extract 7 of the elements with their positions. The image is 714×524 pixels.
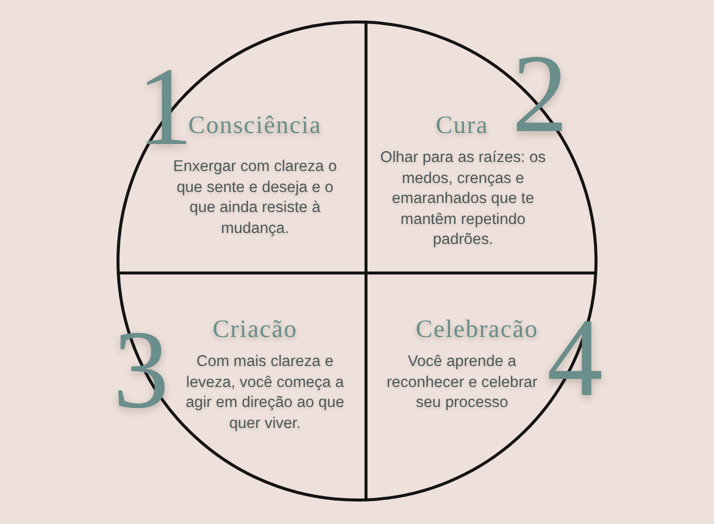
section-heading: Criacão — [212, 316, 298, 344]
section-heading: Celebracão — [416, 316, 538, 344]
description-text: Você aprende a reconhecer e celebrar seu processo — [386, 352, 538, 413]
section-heading: Cura — [436, 112, 488, 140]
description-text: Com mais clareza e leveza, você começa a agir em direção ao que quer viver. — [184, 352, 346, 434]
description-text: Olhar para as raízes: os medos, crenças e emaranhados que te mantêm repetindo padrões. — [379, 148, 547, 250]
description-text: Enxergar com clareza o que sente e deseja e o que ainda resiste à mudança. — [172, 157, 338, 238]
